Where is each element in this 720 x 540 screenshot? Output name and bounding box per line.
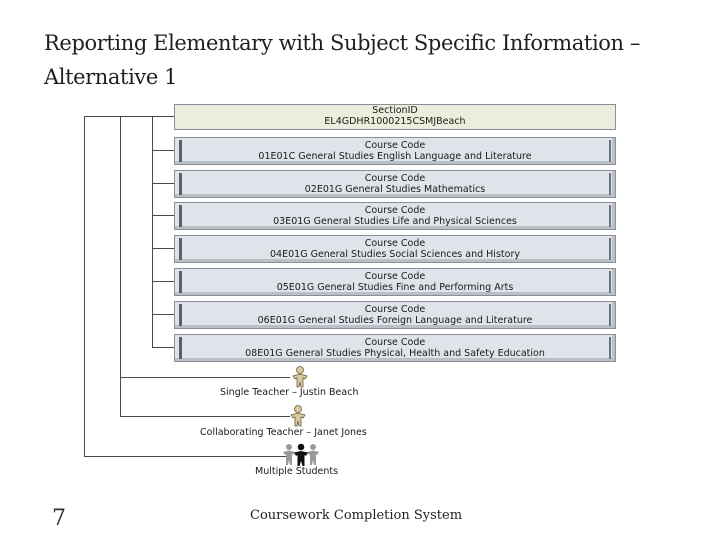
course-box: Course Code 08E01G General Studies Physi… [174, 334, 616, 362]
teacher-person-icon [292, 366, 308, 388]
course-value: 03E01G General Studies Life and Physical… [273, 216, 517, 227]
course-connector-line [152, 347, 174, 348]
slide-number: 7 [52, 506, 66, 531]
box-edge-bar [179, 271, 182, 293]
course-connector-line [152, 183, 174, 184]
course-box: Course Code 05E01G General Studies Fine … [174, 268, 616, 296]
course-connector-line [152, 215, 174, 216]
box-edge-bar [179, 337, 182, 359]
box-edge-bar [609, 304, 611, 326]
course-box: Course Code 01E01C General Studies Engli… [174, 137, 616, 165]
main-trunk-line [84, 116, 85, 456]
course-label: Course Code [364, 304, 426, 315]
course-value: 06E01G General Studies Foreign Language … [257, 315, 533, 326]
students-group-icon [283, 443, 319, 466]
course-value: 01E01C General Studies English Language … [258, 151, 532, 162]
course-box: Course Code 06E01G General Studies Forei… [174, 301, 616, 329]
course-value: 02E01G General Studies Mathematics [304, 184, 486, 195]
collaborating-teacher-label: Collaborating Teacher – Janet Jones [200, 427, 367, 438]
section-id-value: EL4GDHR1000215CSMJBeach [324, 116, 466, 127]
box-edge-bar [609, 205, 611, 227]
course-box: Course Code 04E01G General Studies Socia… [174, 235, 616, 263]
people-trunk-line [120, 116, 121, 416]
course-label: Course Code [364, 238, 426, 249]
course-label: Course Code [364, 271, 426, 282]
footer-text: Coursework Completion System [250, 508, 463, 523]
course-value: 05E01G General Studies Fine and Performi… [276, 282, 514, 293]
section-connector-line [84, 116, 174, 117]
teacher-connector-line [120, 377, 290, 378]
course-connector-line [152, 248, 174, 249]
box-edge-bar [609, 271, 611, 293]
box-edge-bar [179, 173, 182, 195]
single-teacher-label: Single Teacher – Justin Beach [220, 387, 359, 398]
box-edge-bar [609, 173, 611, 195]
course-connector-line [152, 150, 174, 151]
course-trunk-line [152, 116, 153, 348]
section-id-label: SectionID [372, 105, 418, 116]
box-edge-bar [609, 140, 611, 162]
box-edge-bar [179, 304, 182, 326]
course-value: 04E01G General Studies Social Sciences a… [270, 249, 520, 260]
box-edge-bar [179, 238, 182, 260]
course-connector-line [152, 281, 174, 282]
course-label: Course Code [364, 205, 426, 216]
students-connector-line [84, 456, 290, 457]
course-value: 08E01G General Studies Physical, Health … [245, 348, 545, 359]
box-edge-bar [609, 238, 611, 260]
multiple-students-label: Multiple Students [255, 466, 339, 477]
course-connector-line [152, 314, 174, 315]
slide-title: Reporting Elementary with Subject Specif… [44, 31, 641, 89]
box-edge-bar [609, 337, 611, 359]
teacher-person-icon [290, 405, 306, 427]
box-edge-bar [179, 140, 182, 162]
course-label: Course Code [364, 337, 426, 348]
teacher-connector-line [120, 416, 290, 417]
course-label: Course Code [364, 140, 426, 151]
box-edge-bar [179, 205, 182, 227]
course-label: Course Code [364, 173, 426, 184]
course-box: Course Code 02E01G General Studies Mathe… [174, 170, 616, 198]
section-id-box: SectionID EL4GDHR1000215CSMJBeach [174, 104, 616, 130]
course-box: Course Code 03E01G General Studies Life … [174, 202, 616, 230]
